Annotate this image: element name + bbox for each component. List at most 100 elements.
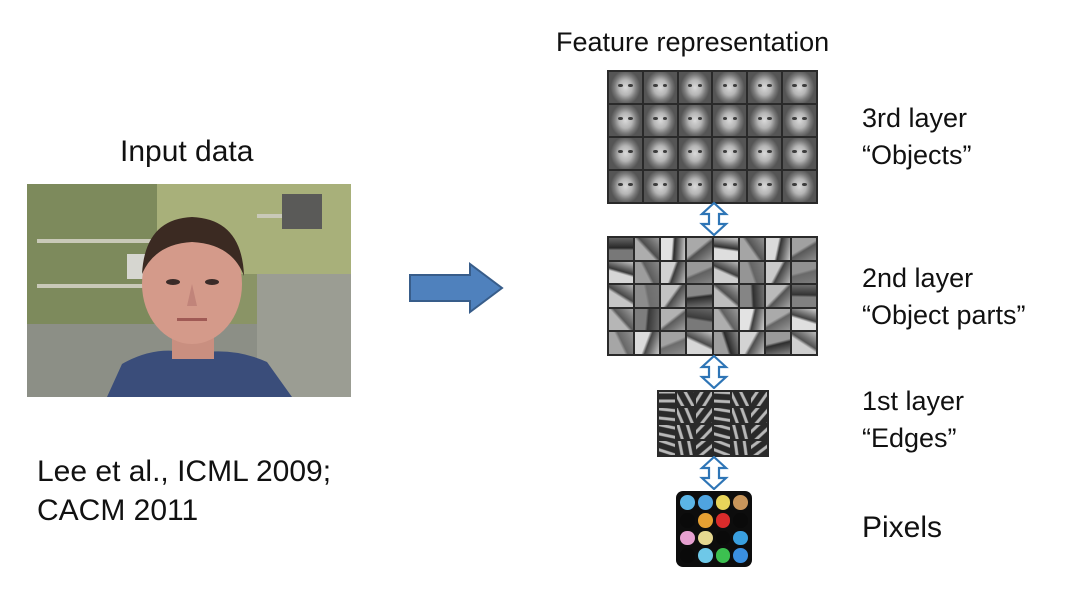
object-part-feature-tile bbox=[791, 285, 816, 307]
edge-feature-tile bbox=[695, 440, 712, 455]
edge-feature-tile bbox=[750, 440, 767, 455]
object-feature-tile bbox=[678, 105, 712, 136]
object-feature-tile bbox=[783, 171, 816, 202]
edge-feature-tile bbox=[714, 440, 731, 455]
object-part-feature-tile bbox=[609, 308, 634, 331]
edge-feature-tile bbox=[732, 408, 749, 423]
edge-feature-tile bbox=[750, 392, 767, 407]
object-feature-tile bbox=[713, 72, 747, 103]
pixel-dot bbox=[715, 548, 731, 563]
object-part-feature-tile bbox=[635, 285, 660, 307]
pixel-dot bbox=[680, 548, 695, 563]
object-part-feature-tile bbox=[765, 238, 790, 260]
pixel-dot bbox=[680, 495, 695, 510]
object-feature-tile bbox=[678, 72, 712, 103]
object-feature-tile bbox=[643, 72, 677, 103]
pixel-dot bbox=[733, 512, 748, 528]
pixel-dot bbox=[733, 530, 748, 546]
object-part-feature-tile bbox=[635, 332, 660, 354]
object-part-feature-tile bbox=[791, 238, 816, 260]
object-part-feature-tile bbox=[739, 285, 764, 307]
third-layer-features bbox=[607, 70, 818, 204]
object-part-feature-tile bbox=[765, 261, 790, 284]
edge-feature-tile bbox=[750, 408, 767, 423]
object-feature-tile bbox=[748, 138, 782, 169]
object-part-feature-tile bbox=[713, 238, 738, 260]
object-feature-tile bbox=[713, 171, 747, 202]
double-headed-arrow-icon bbox=[699, 354, 729, 394]
object-feature-tile bbox=[609, 72, 642, 103]
edge-feature-tile bbox=[659, 440, 676, 455]
double-headed-arrow-icon bbox=[699, 455, 729, 495]
edge-feature-tile bbox=[695, 392, 712, 407]
citation-line-1: Lee et al., ICML 2009; bbox=[37, 455, 332, 488]
object-part-feature-tile bbox=[687, 238, 712, 260]
layer-name: Pixels bbox=[862, 511, 943, 544]
pixel-dot bbox=[680, 512, 695, 528]
object-feature-tile bbox=[783, 105, 816, 136]
layer-label-2nd: 2nd layer “Object parts” bbox=[862, 262, 1026, 332]
input-photo bbox=[27, 184, 351, 397]
object-part-feature-tile bbox=[791, 308, 816, 331]
pixel-dot bbox=[697, 512, 713, 528]
edge-feature-tile bbox=[714, 392, 731, 407]
layer-label-pixels: Pixels bbox=[862, 510, 942, 546]
layer-desc: “Object parts” bbox=[862, 300, 1026, 331]
edge-feature-tile bbox=[732, 424, 749, 439]
object-part-feature-tile bbox=[687, 285, 712, 307]
object-feature-tile bbox=[783, 72, 816, 103]
pixels-block bbox=[676, 491, 752, 567]
pixel-dot bbox=[733, 548, 748, 563]
pixel-dot bbox=[697, 530, 713, 546]
edge-feature-tile bbox=[714, 424, 731, 439]
object-feature-tile bbox=[643, 105, 677, 136]
edge-feature-tile bbox=[732, 392, 749, 407]
object-part-feature-tile bbox=[687, 308, 712, 331]
layer-name: 3rd layer bbox=[862, 103, 968, 133]
object-part-feature-tile bbox=[713, 332, 738, 354]
object-feature-tile bbox=[643, 138, 677, 169]
object-part-feature-tile bbox=[609, 332, 634, 354]
edge-feature-tile bbox=[659, 424, 676, 439]
edge-feature-tile bbox=[695, 408, 712, 423]
layer-name: 1st layer bbox=[862, 386, 965, 416]
edge-feature-tile bbox=[750, 424, 767, 439]
layer-desc: “Objects” bbox=[862, 140, 972, 171]
object-part-feature-tile bbox=[635, 238, 660, 260]
object-part-feature-tile bbox=[609, 261, 634, 284]
object-part-feature-tile bbox=[739, 238, 764, 260]
object-part-feature-tile bbox=[739, 332, 764, 354]
citation: Lee et al., ICML 2009; CACM 2011 bbox=[37, 452, 331, 530]
object-feature-tile bbox=[783, 138, 816, 169]
pixel-dot bbox=[680, 530, 695, 546]
object-part-feature-tile bbox=[661, 285, 686, 307]
object-part-feature-tile bbox=[609, 285, 634, 307]
edge-feature-tile bbox=[677, 440, 694, 455]
second-layer-features bbox=[607, 236, 818, 356]
edge-feature-tile bbox=[714, 408, 731, 423]
layer-label-3rd: 3rd layer “Objects” bbox=[862, 102, 972, 172]
object-part-feature-tile bbox=[687, 261, 712, 284]
input-data-title: Input data bbox=[120, 135, 254, 168]
object-feature-tile bbox=[643, 171, 677, 202]
object-part-feature-tile bbox=[609, 238, 634, 260]
object-part-feature-tile bbox=[739, 261, 764, 284]
object-part-feature-tile bbox=[661, 261, 686, 284]
layer-desc: “Edges” bbox=[862, 423, 957, 454]
object-feature-tile bbox=[678, 171, 712, 202]
object-part-feature-tile bbox=[739, 308, 764, 331]
object-part-feature-tile bbox=[713, 308, 738, 331]
pixel-dot bbox=[715, 495, 731, 510]
feature-representation-title: Feature representation bbox=[556, 27, 830, 57]
object-feature-tile bbox=[713, 138, 747, 169]
edge-feature-tile bbox=[732, 440, 749, 455]
edge-feature-tile bbox=[677, 424, 694, 439]
object-part-feature-tile bbox=[713, 285, 738, 307]
object-part-feature-tile bbox=[765, 285, 790, 307]
layer-name: 2nd layer bbox=[862, 263, 974, 293]
object-feature-tile bbox=[678, 138, 712, 169]
object-part-feature-tile bbox=[687, 332, 712, 354]
object-part-feature-tile bbox=[661, 238, 686, 260]
edge-feature-tile bbox=[659, 392, 676, 407]
object-feature-tile bbox=[748, 72, 782, 103]
